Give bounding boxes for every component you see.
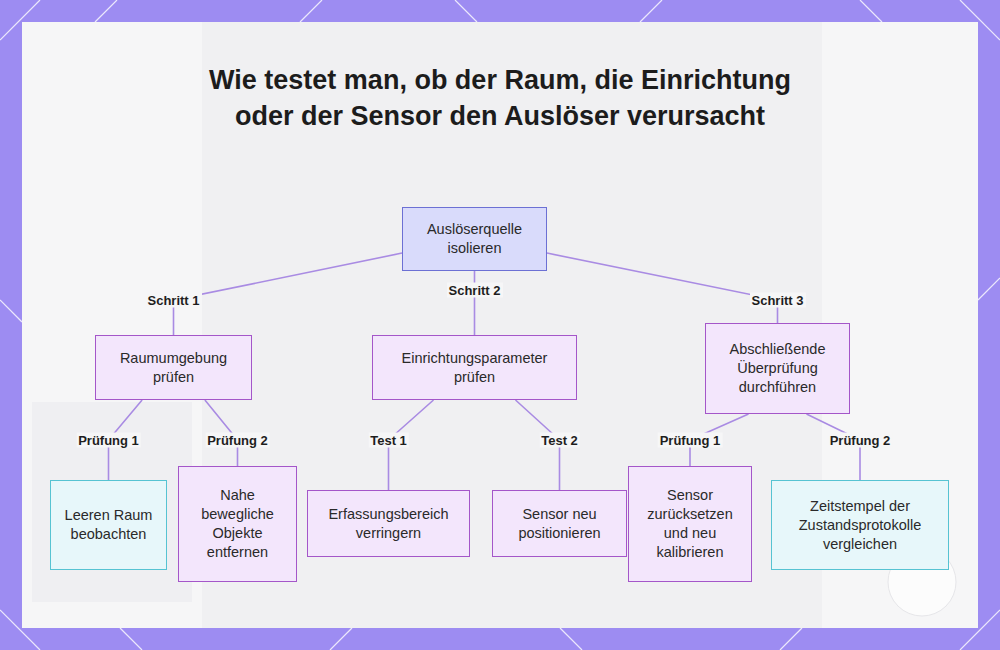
edge-label: Test 1: [368, 433, 409, 448]
check-box: Zeitstempel der Zustandsprotokolle vergl…: [771, 480, 949, 570]
node-text: Raumumgebung prüfen: [104, 349, 243, 387]
edge-label: Prüfung 1: [658, 433, 723, 448]
edge-label: Test 2: [539, 433, 580, 448]
edge-label: Prüfung 1: [76, 433, 141, 448]
step-box: Abschließende Überprüfung durchführen: [705, 323, 850, 414]
action-box: Sensor neu positionieren: [492, 490, 627, 557]
step-box: Raumumgebung prüfen: [95, 335, 252, 400]
edge-label: Prüfung 2: [828, 433, 893, 448]
action-box: Erfassungsbereich verringern: [307, 490, 470, 557]
node-text: Erfassungsbereich verringern: [316, 505, 461, 543]
node-text: Einrichtungsparameter prüfen: [381, 349, 568, 387]
edge-label: Schritt 3: [749, 293, 805, 308]
edge-label: Schritt 2: [446, 283, 502, 298]
connector-line: [474, 271, 476, 335]
node-text: Abschließende Überprüfung durchführen: [714, 340, 841, 397]
check-box: Leeren Raum beobachten: [50, 480, 167, 570]
action-box: Nahe bewegliche Objekte entfernen: [178, 466, 297, 582]
node-text: Auslöserquelle isolieren: [411, 220, 538, 258]
node-text: Sensor neu positionieren: [501, 505, 618, 543]
edge-label: Schritt 1: [145, 293, 201, 308]
action-box: Sensor zurücksetzen und neu kalibrieren: [628, 466, 752, 582]
connector-line: [174, 253, 403, 335]
node-text: Zeitstempel der Zustandsprotokolle vergl…: [780, 497, 940, 554]
step-box: Einrichtungsparameter prüfen: [372, 335, 577, 400]
connector-line: [547, 253, 778, 323]
node-text: Sensor zurücksetzen und neu kalibrieren: [637, 486, 743, 562]
edge-label: Prüfung 2: [205, 433, 270, 448]
root-box: Auslöserquelle isolieren: [402, 207, 547, 271]
diagram-title: Wie testet man, ob der Raum, die Einrich…: [200, 62, 800, 134]
node-text: Leeren Raum beobachten: [59, 506, 158, 544]
node-text: Nahe bewegliche Objekte entfernen: [187, 486, 288, 562]
